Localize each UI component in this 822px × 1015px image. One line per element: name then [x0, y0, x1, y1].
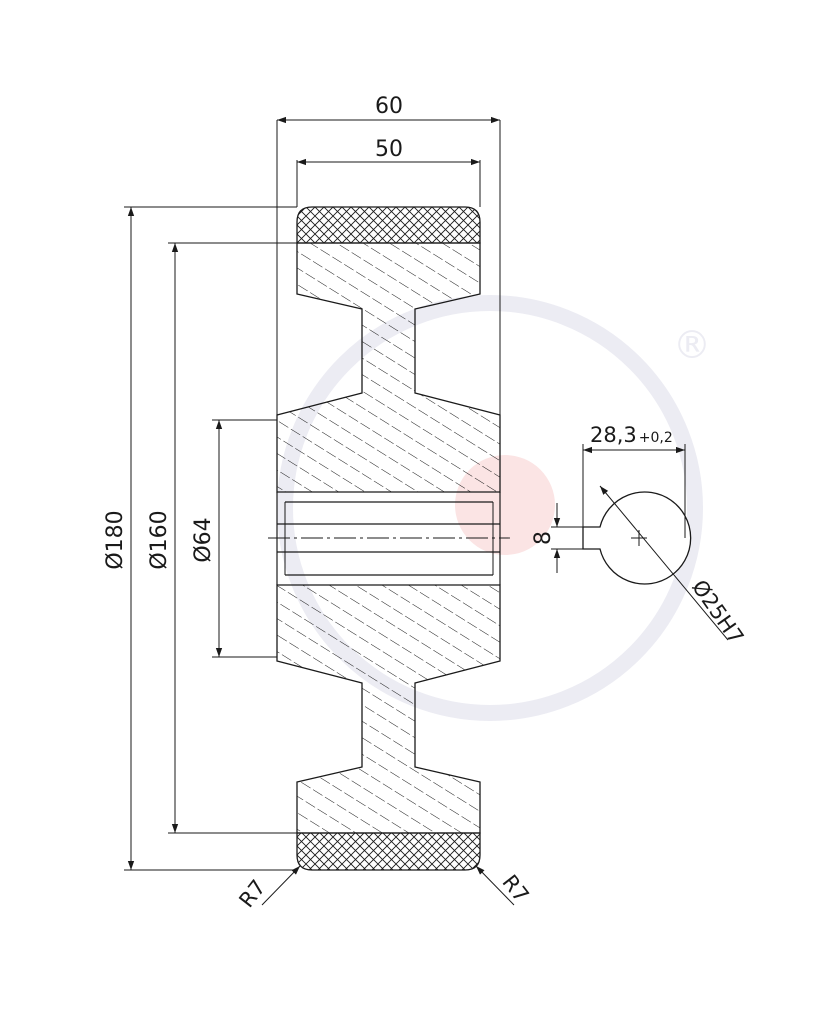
svg-text:28,3+0,2: 28,3+0,2	[590, 423, 673, 447]
keyway-width-label: 8	[531, 531, 556, 545]
dim-hub-diameter-label: Ø64	[191, 517, 216, 562]
registered-mark: ®	[673, 323, 711, 367]
upper-wheel-body	[276, 242, 501, 493]
dim-hub-diameter: Ø64	[191, 419, 277, 658]
dim-rim-diameter-label: Ø160	[147, 510, 172, 569]
wheel-section	[268, 206, 510, 871]
wheel-outline	[276, 120, 501, 420]
bore	[268, 492, 510, 585]
dim-outer-diameter: Ø180	[103, 206, 297, 871]
keyway-tolerance-label: +0,2	[639, 430, 673, 446]
dim-tread-width: 50	[296, 137, 481, 207]
dim-rim-diameter: Ø160	[147, 242, 297, 834]
keyway-depth-label: 28,3	[590, 423, 637, 447]
lower-tyre-band	[296, 832, 481, 871]
upper-tyre-band	[296, 206, 481, 244]
dim-tread-width-label: 50	[375, 137, 403, 162]
dim-overall-width-label: 60	[375, 94, 403, 119]
lower-wheel-body	[276, 584, 501, 834]
radius-left-callout: R7	[234, 865, 301, 912]
radius-right-label: R7	[497, 870, 533, 907]
dim-overall-width: 60	[277, 94, 500, 124]
keyway-detail: 28,3+0,2 8 Ø25H7	[531, 423, 748, 649]
radius-right-callout: R7	[475, 865, 534, 907]
dim-outer-diameter-label: Ø180	[103, 510, 128, 569]
bore-diameter-label: Ø25H7	[687, 575, 748, 648]
radius-left-label: R7	[234, 875, 270, 912]
